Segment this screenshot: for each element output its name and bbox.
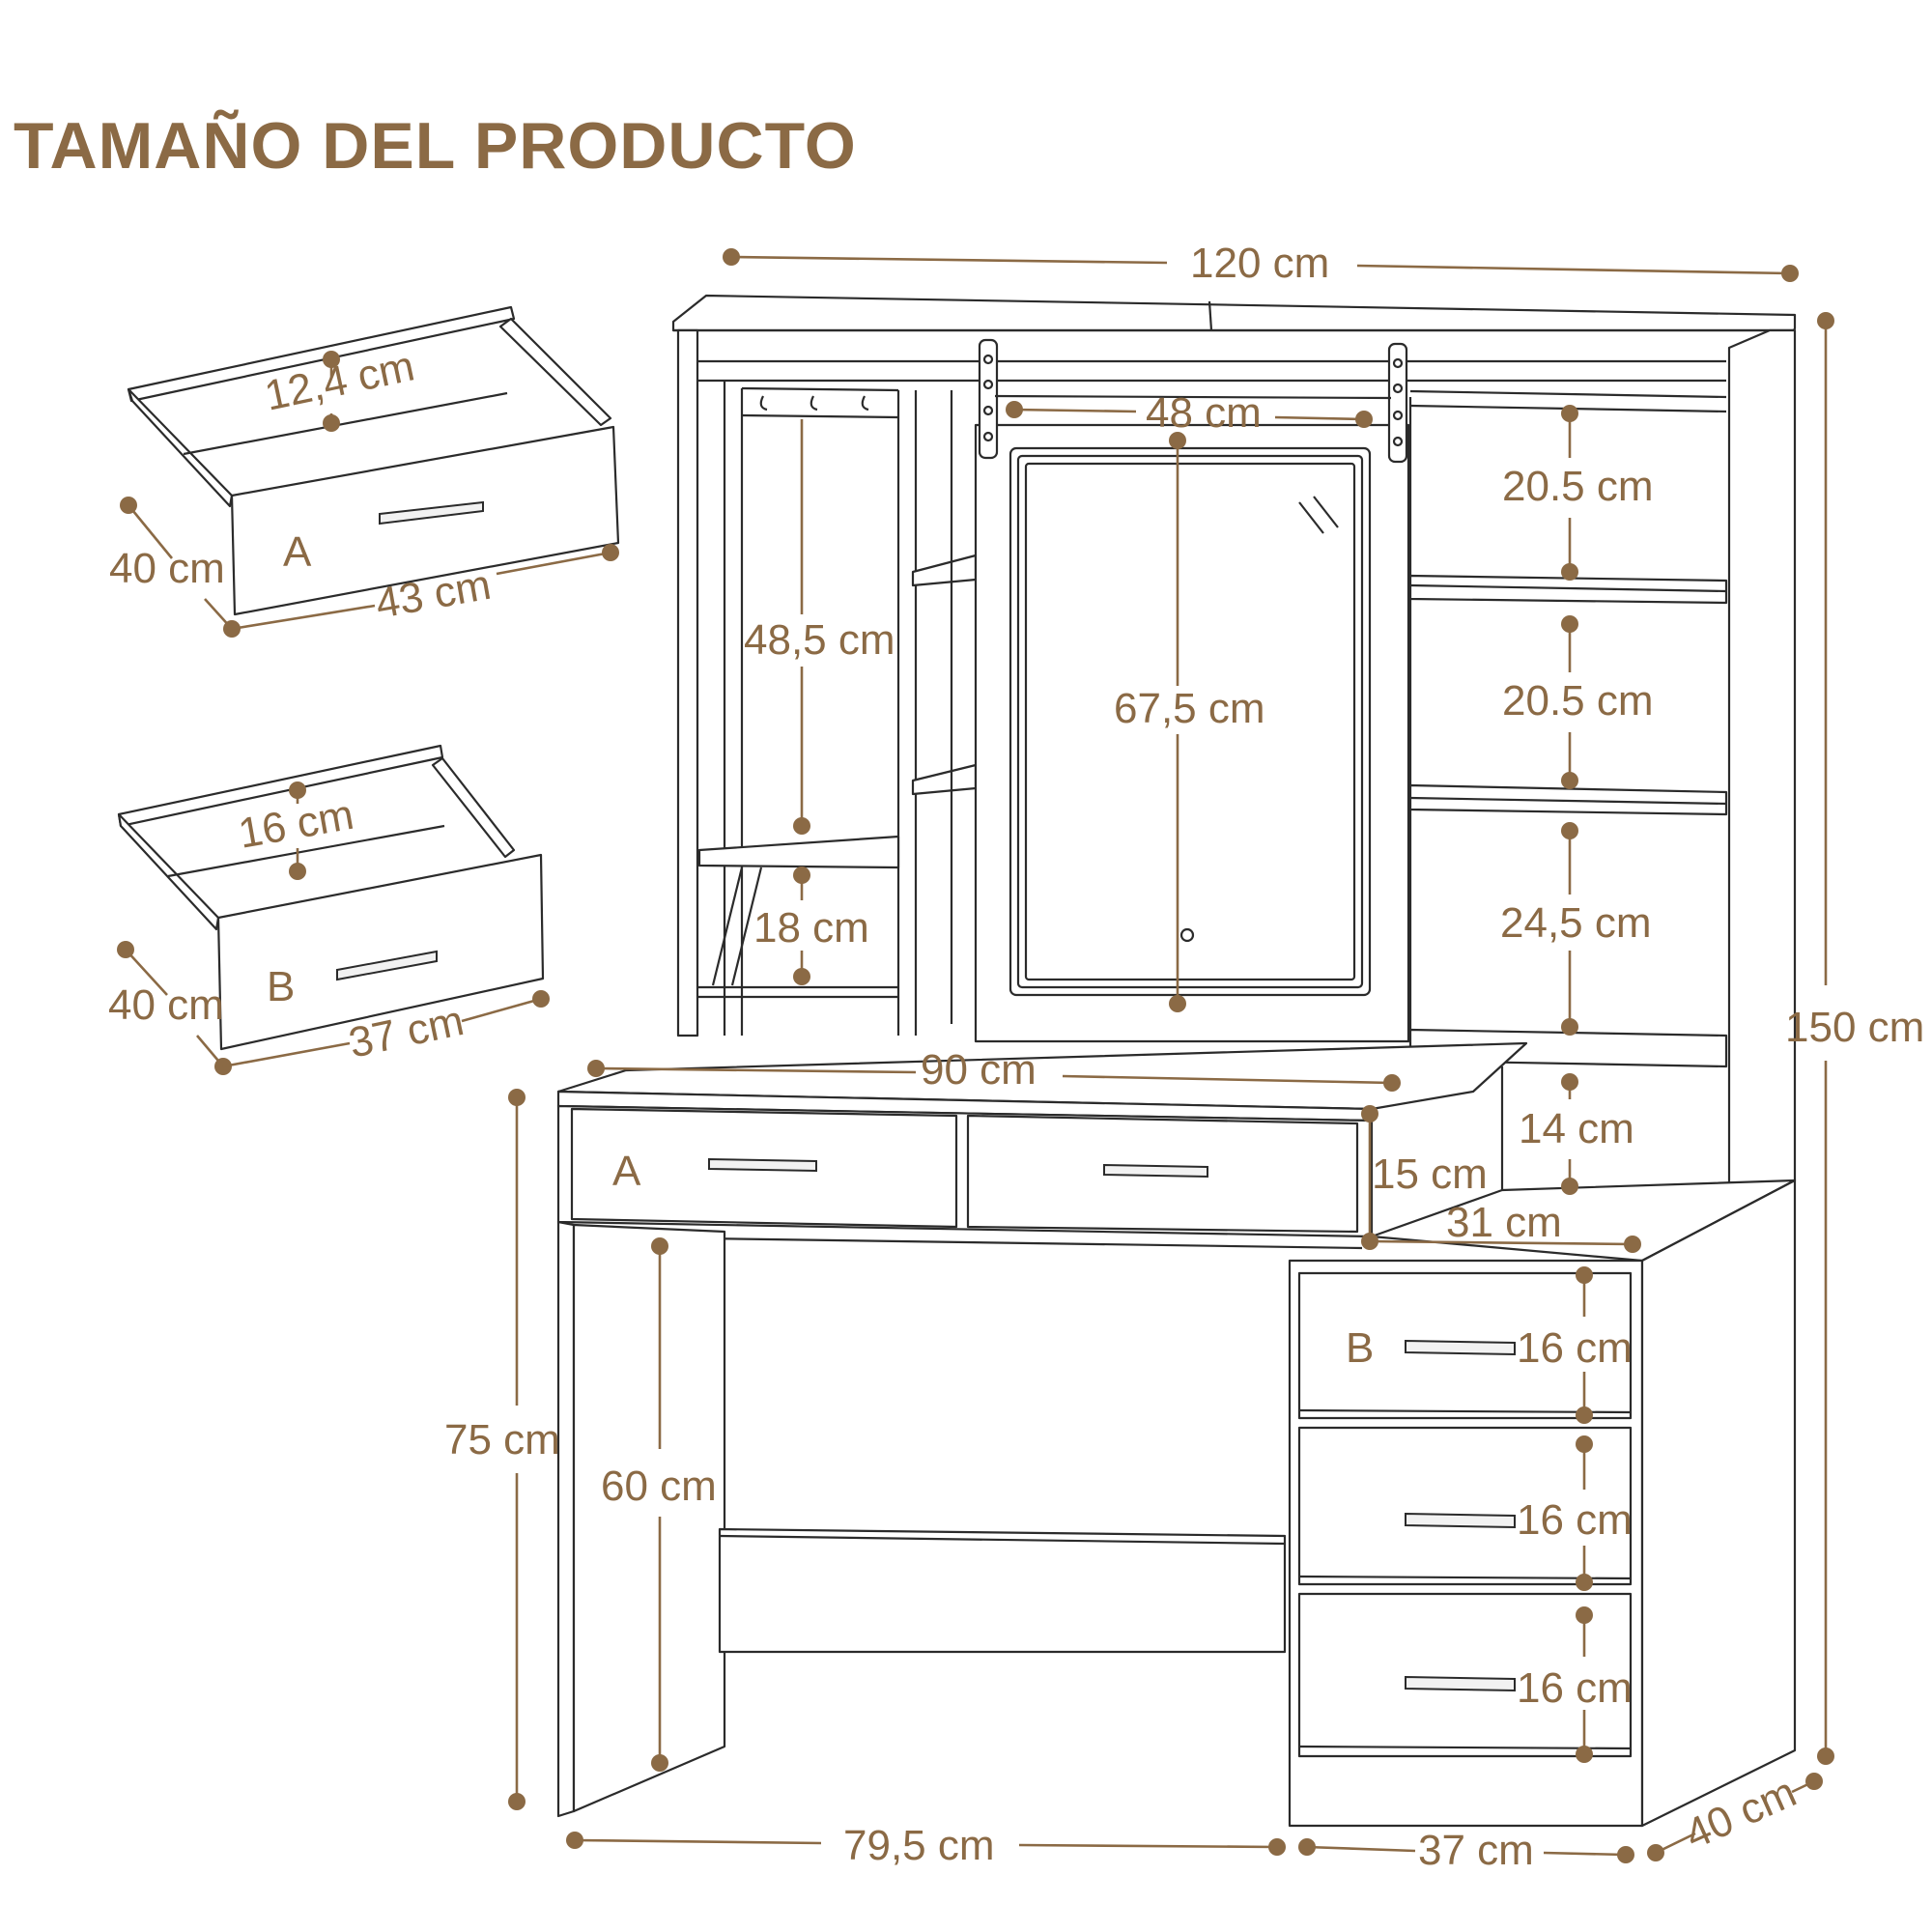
drawer-b-letter: B <box>267 963 295 1010</box>
right-shelf-2-label: 20.5 cm <box>1502 677 1654 724</box>
mirror-height-label: 67,5 cm <box>1114 685 1265 732</box>
dimension-labels: 12,4 cm 40 cm 43 cm A 16 cm 40 cm 37 cm … <box>108 240 1924 1874</box>
desk-drawer-a-letter: A <box>612 1148 641 1195</box>
cabinet-drawer-b-letter: B <box>1346 1324 1374 1372</box>
side-top-depth-label: 31 cm <box>1446 1199 1562 1246</box>
total-width-label: 120 cm <box>1190 240 1329 287</box>
base-width-label: 79,5 cm <box>843 1822 995 1869</box>
side-drawer-2-label: 16 cm <box>1517 1496 1633 1544</box>
page-title: TAMAÑO DEL PRODUCTO <box>14 109 857 183</box>
mirror-width-label: 48 cm <box>1146 389 1262 437</box>
side-drawer-1-label: 16 cm <box>1517 1324 1633 1372</box>
left-lower-shelf-label: 18 cm <box>753 904 869 952</box>
dimension-lines <box>117 248 1834 1863</box>
drawer-a-detail <box>127 305 620 616</box>
desk-top-width-label: 90 cm <box>921 1046 1037 1094</box>
drawer-a-depth-label: 40 cm <box>109 545 225 592</box>
side-drawer-3-label: 16 cm <box>1517 1664 1633 1712</box>
cabinet-width-label: 37 cm <box>1418 1827 1534 1874</box>
right-shelf-1-label: 20.5 cm <box>1502 463 1654 510</box>
left-compartment-height-label: 48,5 cm <box>744 616 895 664</box>
drawer-a-letter: A <box>283 528 312 576</box>
knee-height-label: 60 cm <box>601 1463 717 1510</box>
right-shelf-4-label: 14 cm <box>1519 1105 1634 1152</box>
vanity-desk-drawing <box>556 294 1797 1828</box>
total-height-label: 150 cm <box>1785 1004 1924 1051</box>
right-shelf-3-label: 24,5 cm <box>1500 899 1652 947</box>
drawer-b-detail <box>117 744 545 1051</box>
desk-height-label: 75 cm <box>444 1416 560 1463</box>
drawer-b-height-label: 16 cm <box>235 791 357 858</box>
drawer-b-depth-label: 40 cm <box>108 981 224 1029</box>
drawer-front-height-label: 15 cm <box>1372 1151 1488 1198</box>
